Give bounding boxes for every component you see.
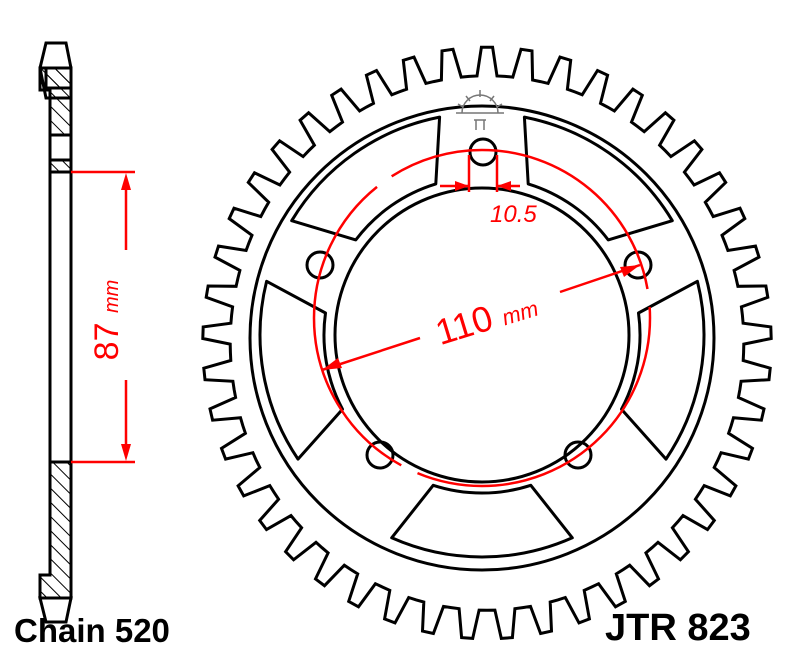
- bolt-hole: [365, 440, 395, 470]
- center-bore: [333, 186, 631, 484]
- chain-label: Chain 520: [14, 612, 170, 649]
- offset-dimension-label: 87 mm: [88, 280, 126, 361]
- sprocket-teeth-outline: [201, 45, 773, 640]
- bolt-hole: [623, 250, 653, 280]
- lightening-window: [620, 279, 706, 461]
- profile-tooth-bottom: [38, 596, 73, 624]
- part-number: JTR 823: [605, 607, 751, 649]
- bolt-hole: [468, 137, 498, 167]
- side-profile: [38, 41, 73, 624]
- profile-hub-top: [38, 66, 73, 137]
- lightening-window: [290, 115, 442, 242]
- brand-logo: [456, 90, 504, 130]
- pcd-dimension-label: 110 mm: [431, 283, 543, 353]
- hole-dimension-label: 10.5: [490, 201, 537, 228]
- sprocket-front-view: [201, 45, 773, 640]
- profile-hub-bottom: [38, 460, 73, 600]
- lightening-window: [258, 279, 344, 461]
- bolt-hole: [563, 440, 593, 470]
- lightening-windows: [258, 115, 706, 559]
- lightening-window: [522, 115, 674, 242]
- dimensions: [71, 148, 652, 488]
- inner-ring: [248, 104, 716, 572]
- pcd-circle: [312, 148, 652, 488]
- lightening-window: [390, 483, 574, 559]
